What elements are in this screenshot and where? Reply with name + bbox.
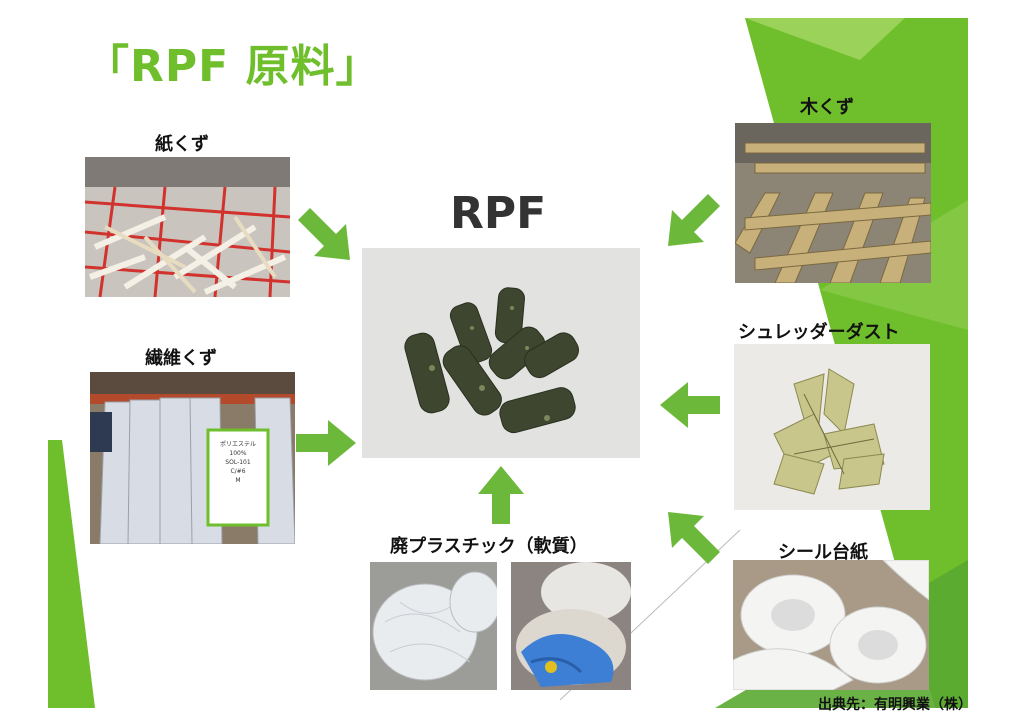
page-title: 「RPF 原料」 <box>85 41 381 92</box>
arrow-plastic-to-rpf <box>478 466 524 524</box>
tag-line-3: C/#6 <box>230 468 246 475</box>
plastic-photo-right <box>511 562 631 690</box>
arrow-seal-to-rpf <box>668 512 720 564</box>
fiber-label: 繊維くず <box>145 348 217 369</box>
fiber-scraps-photo: ポリエステル100% SOL-101 C/#6 M <box>90 372 295 544</box>
wood-label: 木くず <box>800 97 854 118</box>
shredder-label: シュレッダーダスト <box>738 322 900 343</box>
clothing-tag: ポリエステル100% SOL-101 C/#6 M <box>212 440 264 485</box>
seal-label: シール台紙 <box>778 542 868 563</box>
paper-scraps-photo <box>85 157 290 297</box>
tag-line-4: M <box>235 477 241 484</box>
tag-line-1: ポリエステル100% <box>219 441 256 457</box>
rpf-title: RPF <box>450 188 547 239</box>
tag-line-2: SOL-101 <box>225 459 251 466</box>
rpf-pellets-photo <box>362 248 640 458</box>
seal-backing-photo <box>733 560 929 690</box>
arrow-wood-to-rpf <box>668 194 720 246</box>
source-credit: 出典先：有明興業（株） <box>818 697 972 713</box>
plastic-photo-left <box>370 562 497 690</box>
arrow-shredder-to-rpf <box>660 382 720 428</box>
arrow-paper-to-rpf <box>298 208 350 260</box>
arrow-fiber-to-rpf <box>296 420 356 466</box>
wood-scraps-photo <box>735 123 931 283</box>
paper-label: 紙くず <box>155 134 209 155</box>
plastic-label: 廃プラスチック（軟質） <box>390 536 588 557</box>
shredder-dust-photo <box>734 344 930 510</box>
